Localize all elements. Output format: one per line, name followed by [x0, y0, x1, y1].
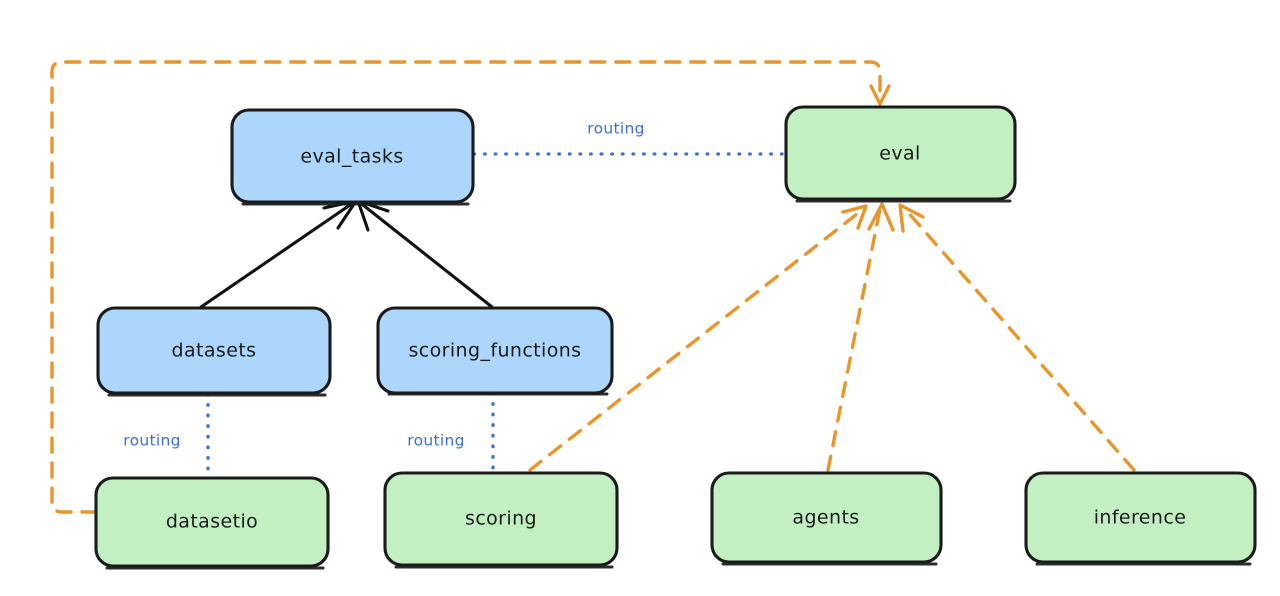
node-eval[interactable]: eval: [784, 105, 1017, 203]
edge-agents-to-eval: [826, 202, 895, 472]
edge-datasets-to-eval_tasks: [199, 199, 358, 309]
node-eval-shape[interactable]: [784, 105, 1017, 201]
edge-scoring-to-eval: [528, 204, 868, 472]
node-scoring_functions-label: scoring_functions: [409, 340, 582, 362]
edge-label-bg: [572, 116, 662, 141]
edge-scoring_functions-to-eval_tasks: [356, 199, 494, 309]
node-inference-label: inference: [1094, 507, 1187, 529]
node-inference-shape[interactable]: [1024, 471, 1257, 564]
node-agents-shape[interactable]: [710, 471, 943, 564]
node-datasets[interactable]: datasets: [96, 306, 332, 397]
node-datasets-shape[interactable]: [96, 306, 332, 395]
node-datasets-label: datasets: [172, 340, 257, 362]
edge-label-bg: [108, 428, 198, 453]
node-scoring-shape[interactable]: [383, 471, 619, 567]
edge-label-text: routing: [587, 120, 645, 138]
node-datasetio[interactable]: datasetio: [94, 476, 330, 570]
node-eval_tasks-label: eval_tasks: [300, 146, 403, 168]
node-eval_tasks-shape[interactable]: [230, 108, 475, 204]
node-inference[interactable]: inference: [1024, 471, 1257, 566]
edge-label-text: routing: [407, 432, 465, 450]
edge-label-routing-scoring_functions-scoring: routing: [392, 428, 482, 453]
node-eval-label: eval: [879, 143, 920, 165]
edge-label-routing-eval_tasks-eval: routing: [572, 116, 662, 141]
edge-label-text: routing: [123, 432, 181, 450]
node-scoring_functions[interactable]: scoring_functions: [376, 306, 614, 396]
node-datasetio-shape[interactable]: [94, 476, 330, 568]
edge-label-routing-datasets-datasetio: routing: [108, 428, 198, 453]
edge-datasetio-to-eval: [50, 60, 891, 514]
node-agents[interactable]: agents: [710, 471, 943, 566]
edge-inference-to-eval: [898, 203, 1136, 472]
node-datasetio-label: datasetio: [166, 511, 258, 533]
node-agents-label: agents: [792, 507, 859, 529]
edge-label-bg: [392, 428, 482, 453]
node-eval_tasks[interactable]: eval_tasks: [230, 108, 475, 206]
node-scoring_functions-shape[interactable]: [376, 306, 614, 395]
node-scoring-label: scoring: [465, 508, 537, 530]
node-scoring[interactable]: scoring: [383, 471, 619, 569]
